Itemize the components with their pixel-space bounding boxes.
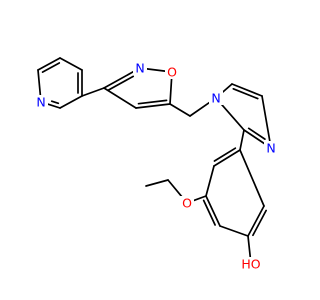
bond-line [213, 149, 241, 167]
hydroxyl-text: HO [241, 257, 260, 272]
bond-line [145, 179, 169, 187]
double-bond-line [137, 99, 168, 105]
bond-line [231, 83, 263, 97]
double-bond-line [247, 127, 266, 140]
bond-line [239, 149, 265, 207]
double-bond-line [107, 75, 135, 91]
bonds-layer [37, 57, 271, 258]
bond-line [247, 235, 252, 258]
bond-line [135, 103, 171, 109]
atom-labels-layer: N N O N N O HO [34, 61, 278, 272]
bond-line [219, 225, 249, 237]
bond-line [219, 102, 245, 131]
bond-line [205, 165, 215, 197]
pyridine-nitrogen-label: N [34, 95, 48, 110]
bond-line [37, 69, 42, 96]
imidazole-n3-label: N [264, 141, 278, 156]
isoxazole-oxygen-label: O [165, 65, 179, 80]
bond-line [46, 103, 61, 109]
bond-line [189, 101, 212, 117]
imidazole-n3-text: N [266, 141, 275, 156]
double-bond-line [232, 87, 259, 100]
bond-line [81, 87, 105, 97]
bond-line [103, 70, 135, 89]
double-bond-line [202, 199, 216, 226]
imidazole-n1-label: N [209, 91, 223, 106]
ethoxy-oxygen-text: O [182, 196, 192, 211]
bond-line [192, 195, 207, 202]
bond-line [243, 129, 267, 145]
bond-line [169, 78, 173, 105]
molecule-structure-diagram: N N O N N O HO [34, 57, 278, 272]
isoxazole-oxygen-text: O [167, 65, 177, 80]
bond-line [146, 68, 166, 72]
bond-line [169, 103, 191, 117]
bond-line [205, 195, 221, 227]
bond-line [37, 57, 61, 71]
bond-line [220, 83, 233, 95]
double-bond-line [50, 100, 60, 105]
double-bond-line [213, 147, 237, 162]
bond-line [103, 87, 137, 109]
double-bond-line [41, 62, 61, 73]
isoxazole-nitrogen-text: N [135, 61, 144, 76]
isoxazole-nitrogen-label: N [133, 61, 147, 76]
bond-line [261, 95, 271, 142]
bond-line [247, 205, 265, 237]
bond-line [59, 57, 83, 71]
bond-line [59, 95, 83, 109]
bond-line [167, 179, 184, 199]
pyridine-nitrogen-text: N [36, 95, 45, 110]
ethoxy-oxygen-label: O [180, 196, 194, 211]
imidazole-n1-text: N [211, 91, 220, 106]
hydroxyl-label: HO [240, 257, 262, 272]
double-bond-line [252, 209, 267, 237]
bond-line [239, 129, 245, 151]
